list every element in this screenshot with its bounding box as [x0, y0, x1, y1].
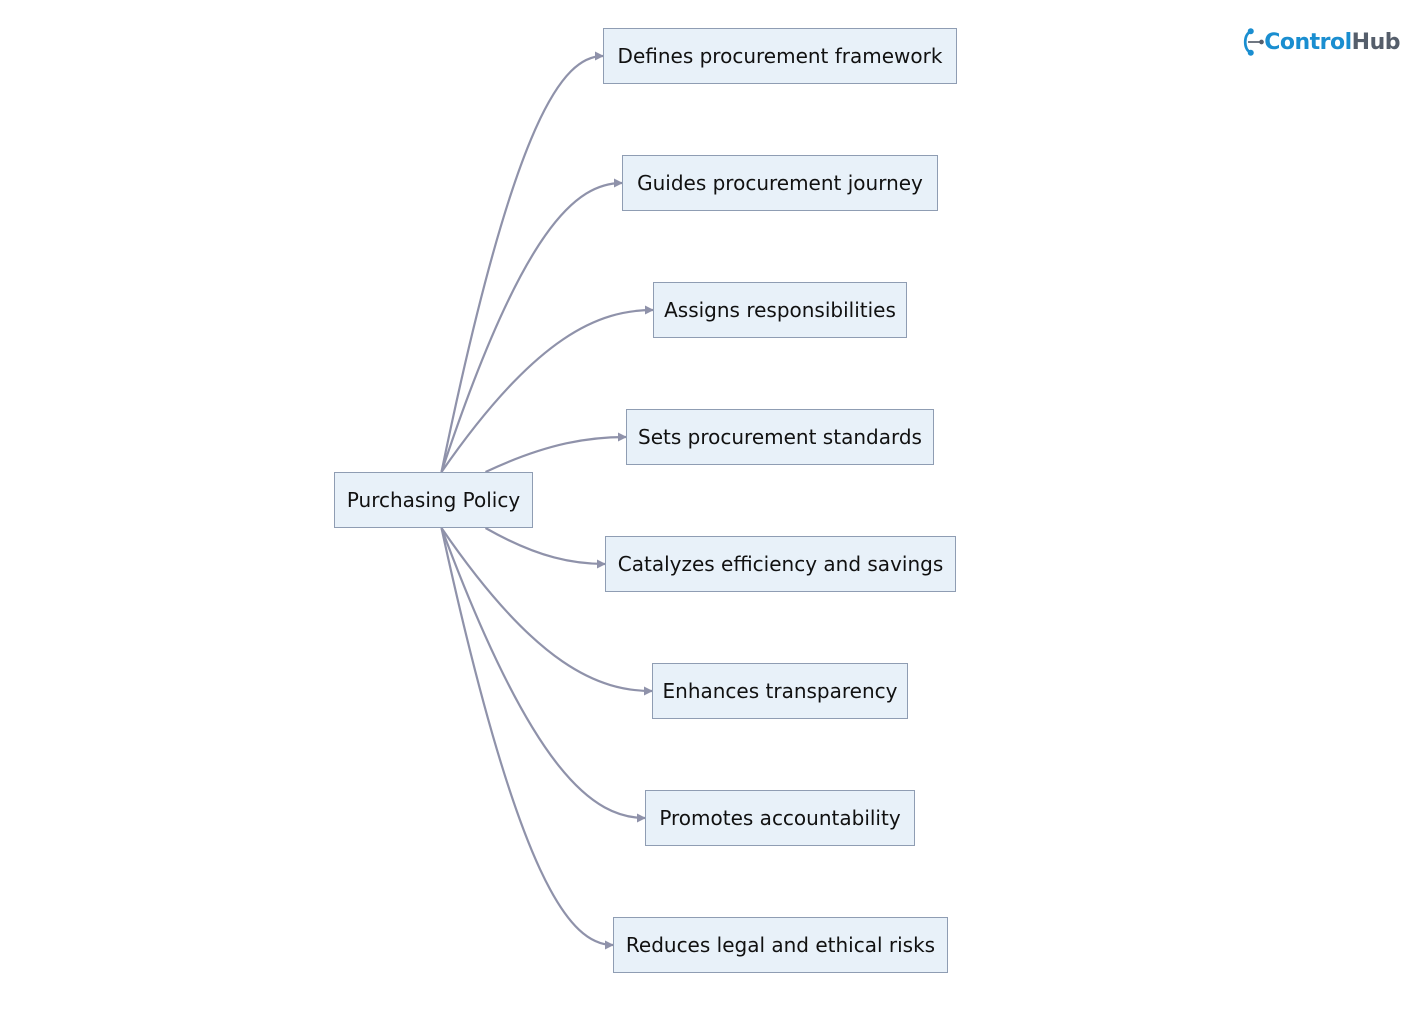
logo-text-hub: Hub [1351, 29, 1401, 55]
logo-text-control: Control [1264, 29, 1352, 55]
node-assigns-responsibilities: Assigns responsibilities [653, 282, 907, 338]
edge-root-to-c4 [485, 432, 627, 473]
node-reduces-legal-and-ethical-risks: Reduces legal and ethical risks [613, 917, 948, 973]
node-sets-procurement-standards: Sets procurement standards [626, 409, 934, 465]
edge-root-to-c7 [440, 527, 646, 823]
edge-root-to-c1 [440, 51, 604, 473]
node-guides-procurement-journey: Guides procurement journey [622, 155, 938, 211]
edge-root-to-c3 [440, 305, 654, 473]
node-catalyzes-efficiency-and-savings: Catalyzes efficiency and savings [605, 536, 956, 592]
controlhub-logo[interactable]: ControlHub [1240, 18, 1401, 66]
edge-root-to-c2 [440, 178, 623, 473]
node-promotes-accountability: Promotes accountability [645, 790, 915, 846]
controlhub-logo-icon [1243, 28, 1264, 56]
edge-root-to-c5 [484, 527, 606, 569]
controlhub-logo-text: ControlHub [1264, 30, 1400, 55]
node-defines-procurement-framework: Defines procurement framework [603, 28, 957, 84]
edge-root-to-c8 [440, 527, 614, 950]
edge-root-to-c6 [440, 527, 653, 696]
node-enhances-transparency: Enhances transparency [652, 663, 908, 719]
node-purchasing-policy: Purchasing Policy [334, 472, 533, 528]
